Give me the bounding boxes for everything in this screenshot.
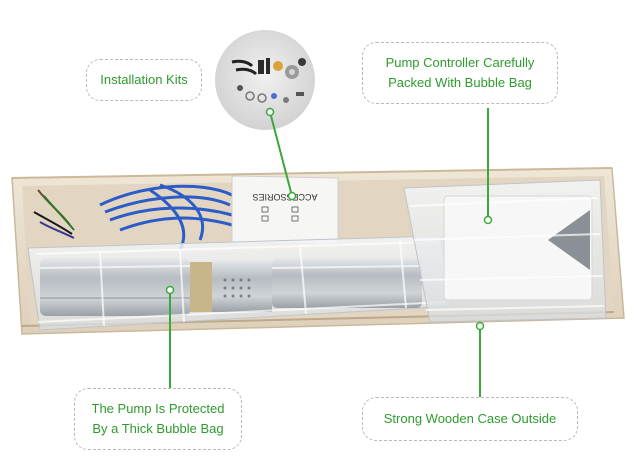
controller-in-bubble-bag [403,179,607,323]
callout-pump-controller-line2: Packed With Bubble Bag [388,75,532,90]
accessories-box: ACCESSORIES [231,175,339,245]
callout-installation-kits: Installation Kits [86,59,202,101]
installation-kits-photo [215,30,315,130]
callout-installation-kits-text: Installation Kits [100,72,188,87]
callout-pump-protected-line1: The Pump Is Protected [91,401,225,416]
leader-lines [169,108,489,400]
callout-wooden-case: Strong Wooden Case Outside [362,397,578,441]
pump-in-bubble-bag [27,235,453,331]
power-wires [33,189,75,239]
callout-wooden-case-text: Strong Wooden Case Outside [383,411,557,426]
blue-cable-coil [99,183,233,251]
callout-pump-protected: The Pump Is Protected By a Thick Bubble … [74,388,242,450]
callout-pump-controller-line1: Pump Controller Carefully [385,55,535,70]
accessories-box-label: ACCESSORIES [252,192,317,202]
callout-pump-controller: Pump Controller Carefully Packed With Bu… [362,42,558,104]
callout-pump-protected-line2: By a Thick Bubble Bag [92,421,224,436]
leader-dots [165,107,493,331]
